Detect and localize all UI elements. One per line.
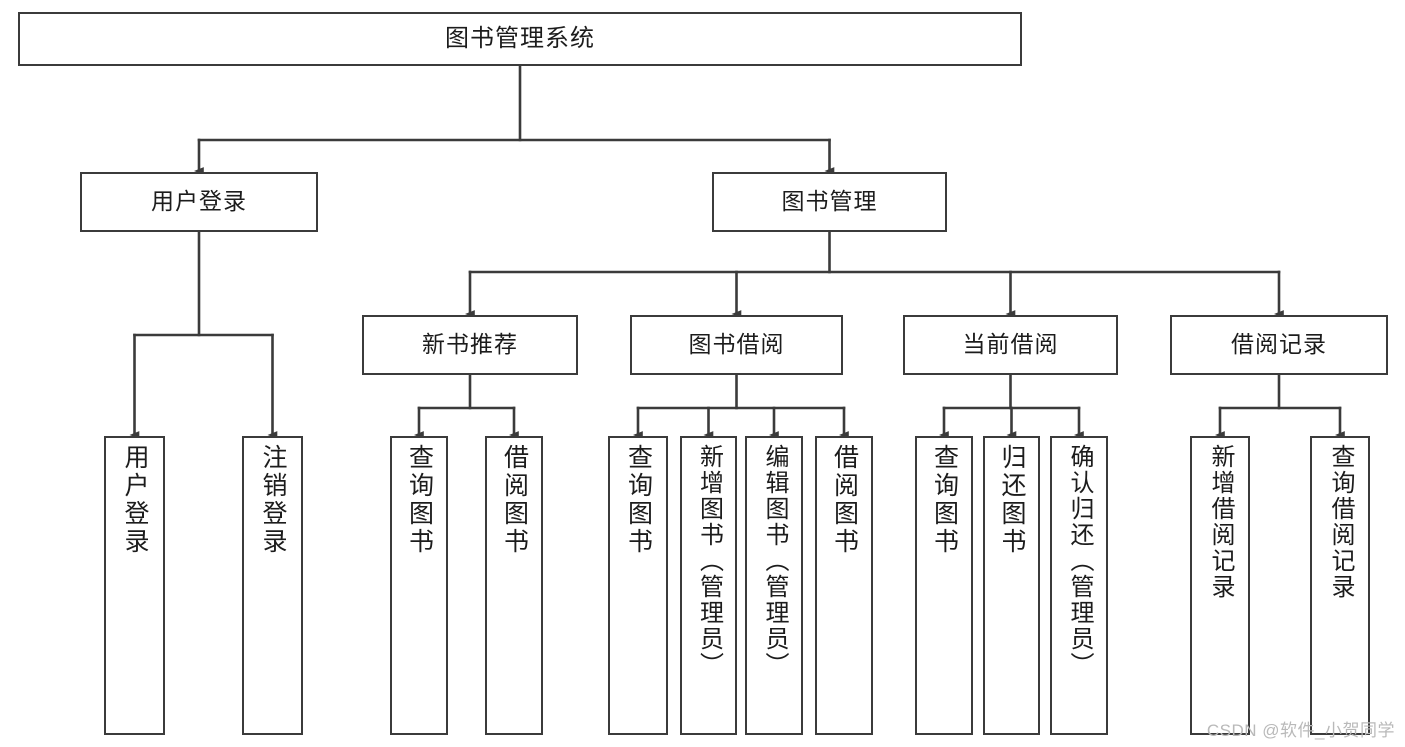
node-label-user-login: 用户登录 (151, 188, 247, 215)
node-current-borrow[interactable]: 当前借阅 (903, 315, 1118, 375)
node-leaf-borrow-1[interactable]: 借阅图书 (485, 436, 543, 735)
node-new-book-rec[interactable]: 新书推荐 (362, 315, 578, 375)
node-leaf-add-rec[interactable]: 新增借阅记录 (1190, 436, 1250, 735)
node-label-book-manage: 图书管理 (781, 188, 878, 215)
node-label-new-book-rec: 新书推荐 (422, 331, 518, 358)
node-label-leaf-logout: 注销登录 (259, 444, 287, 556)
node-label-leaf-return: 归还图书 (998, 444, 1026, 556)
node-label-leaf-edit-book: 编辑图书（管理员） (761, 444, 788, 678)
node-root[interactable]: 图书管理系统 (18, 12, 1022, 66)
node-label-leaf-query-2: 查询图书 (624, 444, 653, 556)
node-label-leaf-add-rec: 新增借阅记录 (1207, 444, 1234, 600)
node-leaf-logout[interactable]: 注销登录 (242, 436, 303, 735)
node-leaf-query-2[interactable]: 查询图书 (608, 436, 668, 735)
node-label-current-borrow: 当前借阅 (962, 331, 1059, 358)
node-leaf-query-1[interactable]: 查询图书 (390, 436, 448, 735)
node-user-login[interactable]: 用户登录 (80, 172, 318, 232)
node-leaf-query-rec[interactable]: 查询借阅记录 (1310, 436, 1370, 735)
node-leaf-borrow-2[interactable]: 借阅图书 (815, 436, 873, 735)
node-label-leaf-confirm: 确认归还（管理员） (1066, 444, 1093, 678)
node-label-leaf-query-3: 查询图书 (930, 444, 959, 556)
node-book-manage[interactable]: 图书管理 (712, 172, 947, 232)
node-label-book-borrow: 图书借阅 (688, 331, 785, 358)
node-leaf-add-book[interactable]: 新增图书（管理员） (680, 436, 737, 735)
node-leaf-return[interactable]: 归还图书 (983, 436, 1040, 735)
node-label-borrow-record: 借阅记录 (1231, 331, 1327, 358)
node-label-leaf-query-1: 查询图书 (405, 444, 434, 556)
node-label-root: 图书管理系统 (445, 24, 595, 52)
node-leaf-confirm[interactable]: 确认归还（管理员） (1050, 436, 1108, 735)
node-book-borrow[interactable]: 图书借阅 (630, 315, 843, 375)
node-leaf-edit-book[interactable]: 编辑图书（管理员） (745, 436, 803, 735)
node-borrow-record[interactable]: 借阅记录 (1170, 315, 1388, 375)
node-leaf-query-3[interactable]: 查询图书 (915, 436, 973, 735)
node-label-leaf-query-rec: 查询借阅记录 (1327, 444, 1354, 600)
node-label-leaf-add-book: 新增图书（管理员） (695, 444, 723, 678)
node-leaf-login[interactable]: 用户登录 (104, 436, 165, 735)
node-label-leaf-login: 用户登录 (121, 444, 149, 556)
node-label-leaf-borrow-2: 借阅图书 (830, 444, 859, 556)
node-label-leaf-borrow-1: 借阅图书 (500, 444, 529, 556)
